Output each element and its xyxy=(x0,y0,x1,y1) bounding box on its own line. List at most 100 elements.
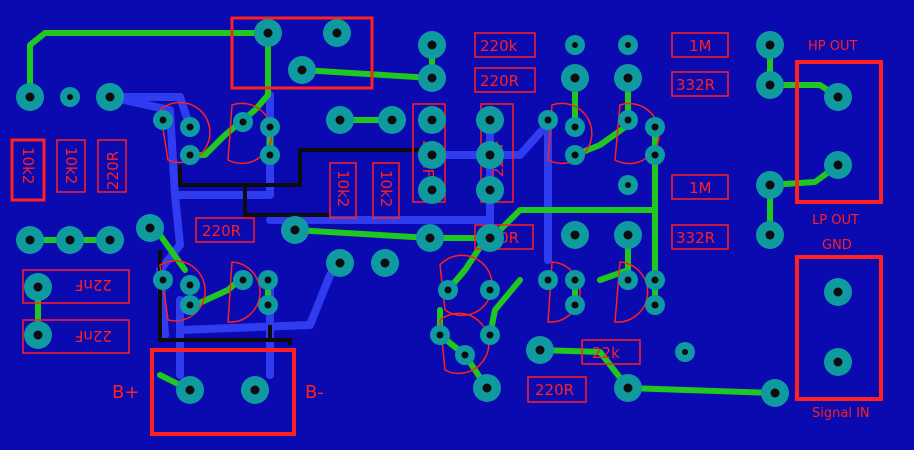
drill-hole xyxy=(833,357,843,367)
label-1m-top: 1M xyxy=(689,37,712,55)
transistor-outline xyxy=(159,101,211,164)
hp-out-connector-box xyxy=(795,60,883,204)
drill-hole xyxy=(461,351,469,359)
drill-hole xyxy=(264,276,272,284)
transistor-outline xyxy=(227,102,273,165)
top-trace xyxy=(299,67,435,81)
drill-hole xyxy=(572,42,578,48)
drill-hole xyxy=(335,115,345,125)
drill-hole xyxy=(444,286,452,294)
drill-hole xyxy=(570,73,580,83)
drill-hole xyxy=(387,115,397,125)
label-10k2-mid-b: 10k2 xyxy=(377,170,395,207)
drill-hole xyxy=(425,233,435,243)
drill-hole xyxy=(145,223,155,233)
drill-hole xyxy=(335,258,345,268)
label-22nf-bottom-a: 22nF xyxy=(75,276,112,294)
label-b-plus: B+ xyxy=(112,382,139,403)
drill-hole xyxy=(33,282,43,292)
transistor-outline xyxy=(614,102,660,165)
drill-hole xyxy=(651,151,659,159)
drill-hole xyxy=(651,276,659,284)
resistor-220r-bottom-box xyxy=(527,376,587,403)
label-1m-mid: 1M xyxy=(689,179,712,197)
label-hp-out: HP OUT xyxy=(808,39,857,54)
battery-connector-box xyxy=(150,348,296,436)
drill-hole xyxy=(544,276,552,284)
drill-hole xyxy=(770,388,780,398)
resistor-10k2-mid-a-box xyxy=(329,162,357,219)
drill-hole xyxy=(33,330,43,340)
drill-hole xyxy=(765,180,775,190)
label-332r-mid: 332R xyxy=(676,229,715,247)
resistor-1m-top-box xyxy=(671,32,729,58)
label-332r-top: 332R xyxy=(676,76,715,94)
drill-hole xyxy=(623,383,633,393)
drill-hole xyxy=(571,276,579,284)
black-trace xyxy=(158,250,292,345)
resistor-220r-left-box xyxy=(97,139,127,193)
label-gnd: GND xyxy=(822,238,852,253)
drill-hole xyxy=(159,276,167,284)
drill-hole xyxy=(427,185,437,195)
drill-hole xyxy=(482,383,492,393)
resistor-220r-left-mid-box xyxy=(195,217,255,243)
drill-hole xyxy=(186,123,194,131)
drill-hole xyxy=(624,116,632,124)
drill-hole xyxy=(571,301,579,309)
transistor-outline xyxy=(614,261,649,323)
black-trace xyxy=(243,185,330,217)
drill-hole xyxy=(105,235,115,245)
drill-hole xyxy=(427,73,437,83)
drill-hole xyxy=(427,150,437,160)
top-trace xyxy=(292,227,433,241)
drill-hole xyxy=(624,276,632,284)
drill-hole xyxy=(186,281,194,289)
drill-hole xyxy=(436,331,444,339)
silkscreen-text: 220k 220R 1M 332R HP OUT 10k2 10k2 220R … xyxy=(19,37,870,421)
drill-hole xyxy=(65,235,75,245)
drill-hole xyxy=(651,301,659,309)
label-220k: 220k xyxy=(480,37,518,55)
resistor-220r-mid-box xyxy=(474,224,534,250)
label-10k2-left: 10k2 xyxy=(19,147,37,184)
drill-hole xyxy=(250,385,260,395)
resistor-332r-top-box xyxy=(671,71,729,97)
drill-hole xyxy=(266,123,274,131)
drill-hole xyxy=(239,276,247,284)
drill-hole xyxy=(239,118,247,126)
drill-hole xyxy=(427,115,437,125)
drill-hole xyxy=(185,385,195,395)
drill-hole xyxy=(833,92,843,102)
resistor-10k2-mid-b-box xyxy=(372,162,400,219)
drill-hole xyxy=(25,92,35,102)
drill-hole xyxy=(570,230,580,240)
transistor-outline xyxy=(547,102,593,165)
bottom-trace xyxy=(426,123,549,159)
resistor-220r-top-box xyxy=(474,67,536,93)
drill-hole xyxy=(290,225,300,235)
label-220r-top: 220R xyxy=(480,72,519,90)
drill-hole xyxy=(380,258,390,268)
label-10k2-mid-a: 10k2 xyxy=(334,170,352,207)
connector-top-box xyxy=(230,16,374,90)
drill-hole xyxy=(186,301,194,309)
cap-22nf-bottom-a-box xyxy=(22,269,130,304)
label-22k: 22k xyxy=(592,344,620,362)
drill-hole xyxy=(625,42,631,48)
black-traces xyxy=(158,148,430,345)
drill-hole xyxy=(25,235,35,245)
drill-hole xyxy=(297,65,307,75)
black-trace xyxy=(178,148,430,187)
drill-hole xyxy=(833,287,843,297)
pads xyxy=(16,19,852,407)
drill-hole xyxy=(571,123,579,131)
top-trace xyxy=(537,347,778,396)
drill-hole xyxy=(485,185,495,195)
drill-hole xyxy=(833,160,843,170)
label-lp-out: LP OUT xyxy=(812,213,859,228)
label-signal-in: Signal IN xyxy=(812,406,870,421)
drill-hole xyxy=(264,301,272,309)
